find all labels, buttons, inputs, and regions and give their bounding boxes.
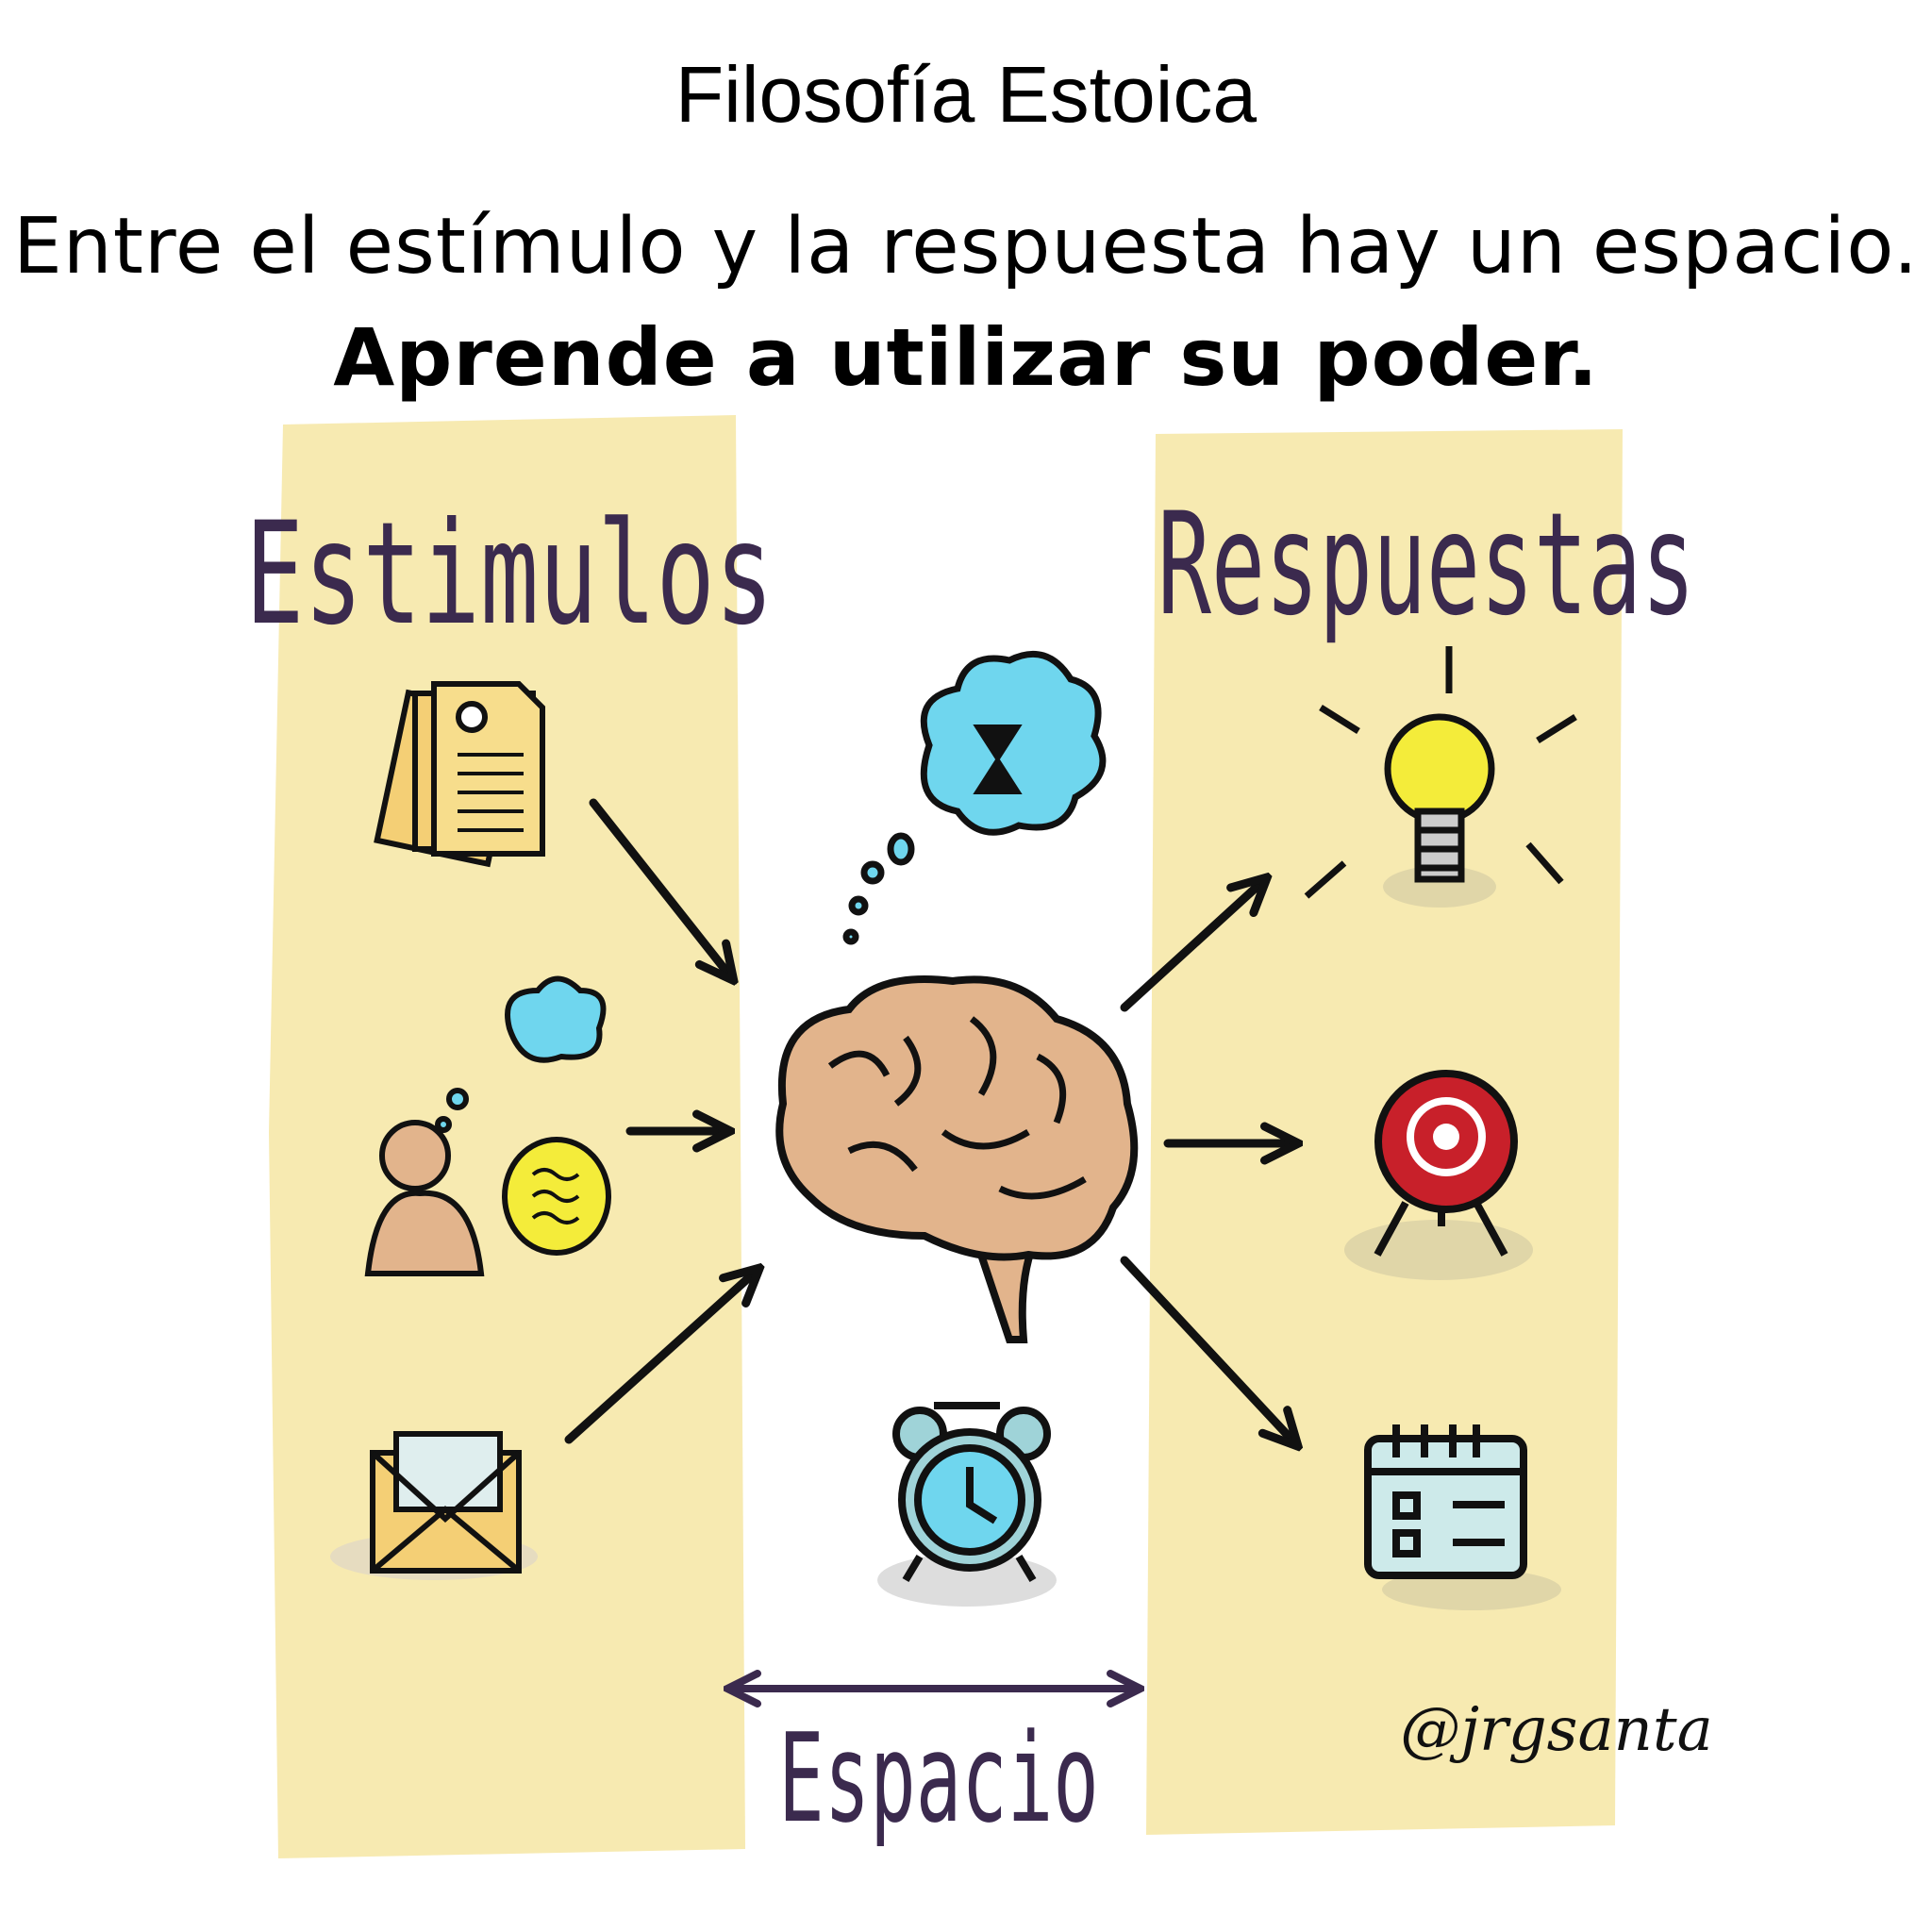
- target-icon: [1344, 1070, 1533, 1280]
- arrows: [564, 798, 1295, 1444]
- call-to-action: Aprende a utilizar su poder.: [333, 311, 1599, 404]
- alarm-clock-icon: [877, 1402, 1057, 1607]
- calendar-checklist-icon: [1364, 1424, 1561, 1610]
- documents-icon: [374, 681, 545, 868]
- arrow-brain-to-plan: [1120, 1256, 1295, 1443]
- responses-heading: Respuestas: [1158, 483, 1695, 647]
- arrow-documents-to-brain: [589, 798, 731, 977]
- arrow-envelope-to-brain: [564, 1271, 757, 1444]
- page-title: Filosofía Estoica: [675, 50, 1257, 139]
- arrow-brain-to-idea: [1120, 880, 1264, 1012]
- quote-text: Entre el estímulo y la respuesta hay un …: [12, 202, 1919, 291]
- signature: @jrgsanta: [1400, 1695, 1713, 1765]
- lightbulb-icon: [1304, 646, 1577, 908]
- envelope-icon: [330, 1431, 538, 1580]
- thought-cloud-hourglass-icon: [842, 650, 1107, 945]
- stimuli-heading: Estimulos: [245, 492, 774, 657]
- space-label: Espacio: [778, 1707, 1099, 1850]
- brain-icon: [775, 975, 1139, 1343]
- person-icon: [364, 975, 611, 1276]
